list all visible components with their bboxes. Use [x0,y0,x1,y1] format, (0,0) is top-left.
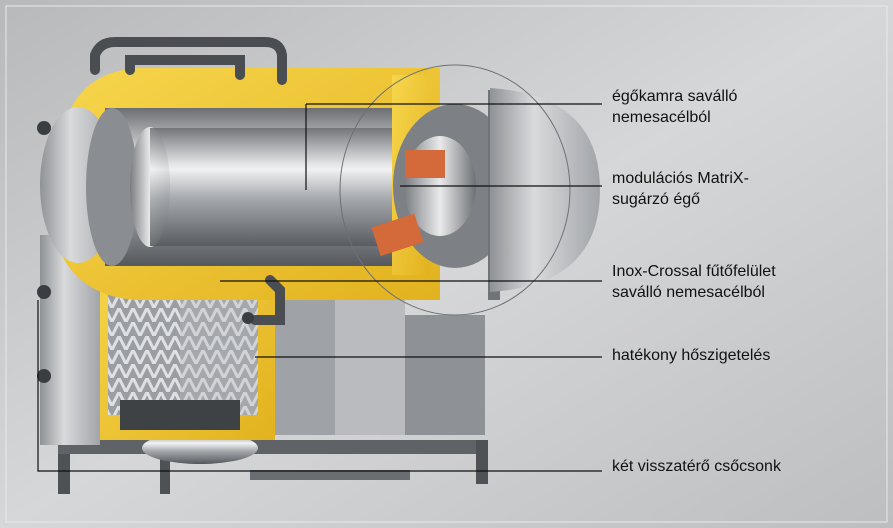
label-line: két visszatérő csőcsonk [612,458,781,475]
label-burner: modulációs MatriX- sugárzó égő [612,168,749,210]
label-heating-surface: Inox-Crossal fűtőfelület saválló nemesac… [612,261,776,303]
side-connectors [37,121,254,383]
base-frame [58,432,488,494]
combustion-chamber [40,68,440,300]
label-line: nemesacélból [612,109,711,126]
label-return-connections: két visszatérő csőcsonk [612,456,781,477]
label-insulation: hatékony hőszigetelés [612,345,770,366]
label-line: sugárzó égő [612,191,701,208]
pipes [90,37,287,325]
label-line: saválló nemesacélból [612,284,765,301]
label-line: modulációs MatriX- [612,170,749,187]
label-line: Inox-Crossal fűtőfelület [612,263,776,280]
label-line: hatékony hőszigetelés [612,347,771,364]
label-combustion-chamber: égőkamra saválló nemesacélból [612,86,737,128]
burner-assembly [339,64,600,316]
label-line: égőkamra saválló [612,88,738,105]
leader-lines [37,103,602,472]
